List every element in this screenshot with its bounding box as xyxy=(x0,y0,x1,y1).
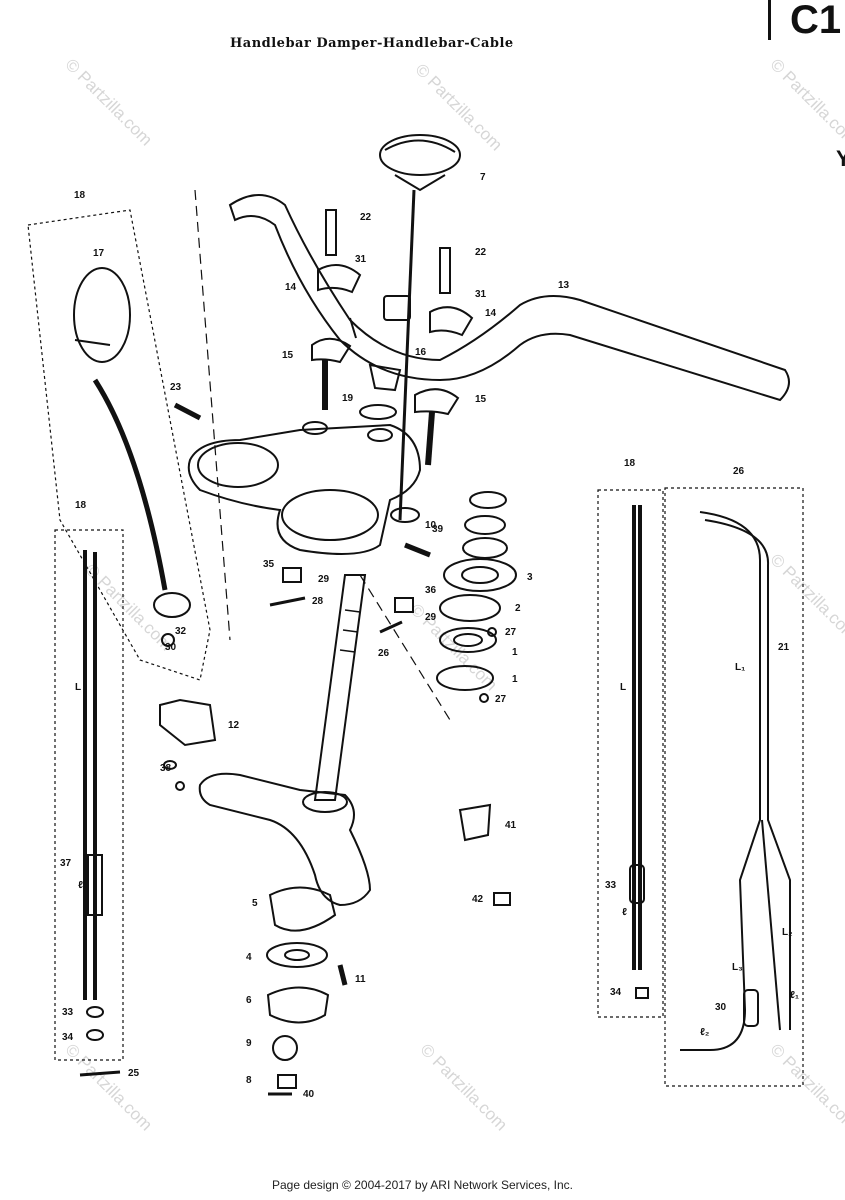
callout: 23 xyxy=(170,382,182,393)
callout: 2 xyxy=(515,603,521,614)
edge-mark: Y xyxy=(836,146,845,171)
callout: 29 xyxy=(425,612,437,623)
callout: 38 xyxy=(160,763,172,774)
length-label: L₃ xyxy=(732,962,743,973)
callout: 22 xyxy=(360,212,372,223)
callout: 18 xyxy=(75,500,87,511)
length-label: ℓ xyxy=(78,880,83,891)
callout: 14 xyxy=(485,308,497,319)
brake-cable-box xyxy=(597,489,664,1018)
length-label: L xyxy=(75,682,81,693)
callout: 31 xyxy=(355,254,367,265)
callout: 15 xyxy=(282,350,294,361)
callout: 17 xyxy=(93,248,105,259)
callout: 27 xyxy=(495,694,507,705)
diagram-title: Handlebar Damper-Handlebar-Cable xyxy=(230,36,514,51)
callout: 6 xyxy=(246,995,252,1006)
callout: 29 xyxy=(318,574,330,585)
callout: 11 xyxy=(355,974,366,985)
callout: 28 xyxy=(312,596,324,607)
callout: 14 xyxy=(285,282,297,293)
length-label: ℓ xyxy=(622,907,627,918)
callout: 18 xyxy=(74,190,86,201)
callout: 22 xyxy=(475,247,487,258)
throttle-cable xyxy=(680,511,761,1051)
callout: 37 xyxy=(60,858,72,869)
callout: 36 xyxy=(425,585,437,596)
callout: 31 xyxy=(475,289,487,300)
callout: 21 xyxy=(778,642,790,653)
lower-triple-clamp xyxy=(198,772,372,907)
callout: 41 xyxy=(505,820,517,831)
callout: 13 xyxy=(558,280,570,291)
callout: 19 xyxy=(342,393,354,404)
mirror-group-box xyxy=(27,209,211,681)
callout: 26 xyxy=(378,648,390,659)
mirror-head xyxy=(73,267,131,363)
callout: 34 xyxy=(62,1032,74,1043)
callout: 15 xyxy=(475,394,487,405)
callout: 5 xyxy=(252,898,258,909)
callout: 30 xyxy=(715,1002,727,1013)
callout: 32 xyxy=(175,626,187,637)
section-divider xyxy=(768,0,771,40)
callout: 16 xyxy=(415,347,427,358)
length-label: ℓ₂ xyxy=(700,1027,709,1038)
callout: 8 xyxy=(246,1075,252,1086)
callout: 12 xyxy=(228,720,240,731)
callout: 7 xyxy=(480,172,486,183)
clutch-cable-box xyxy=(54,529,124,1061)
callout: 33 xyxy=(62,1007,74,1018)
callout: 4 xyxy=(246,952,252,963)
callout: 30 xyxy=(165,642,177,653)
callout: 34 xyxy=(610,987,622,998)
callout: 1 xyxy=(512,647,518,658)
throttle-cable-box xyxy=(664,487,804,1087)
callout: 25 xyxy=(128,1068,140,1079)
callout: 10 xyxy=(425,520,437,531)
callout: 42 xyxy=(472,894,484,905)
length-label: L₂ xyxy=(782,927,793,938)
callout: 40 xyxy=(303,1089,315,1100)
callout: 35 xyxy=(263,559,275,570)
steering-stem xyxy=(313,574,367,801)
callout: 18 xyxy=(624,458,636,469)
callout: 3 xyxy=(527,572,533,583)
length-label: L xyxy=(620,682,626,693)
callout: 33 xyxy=(605,880,617,891)
length-label: ℓ₁ xyxy=(790,990,799,1001)
callout: 1 xyxy=(512,674,518,685)
damper-knob xyxy=(379,134,461,176)
callout: 39 xyxy=(432,524,444,535)
length-label: L₁ xyxy=(735,662,745,673)
upper-triple-clamp xyxy=(187,423,422,555)
callout: 26 xyxy=(733,466,745,477)
section-code: C1 xyxy=(790,0,842,42)
handlebar xyxy=(228,194,790,402)
callout: 27 xyxy=(505,627,517,638)
callout: 9 xyxy=(246,1038,252,1049)
footer-copyright: Page design © 2004-2017 by ARI Network S… xyxy=(271,1178,573,1192)
